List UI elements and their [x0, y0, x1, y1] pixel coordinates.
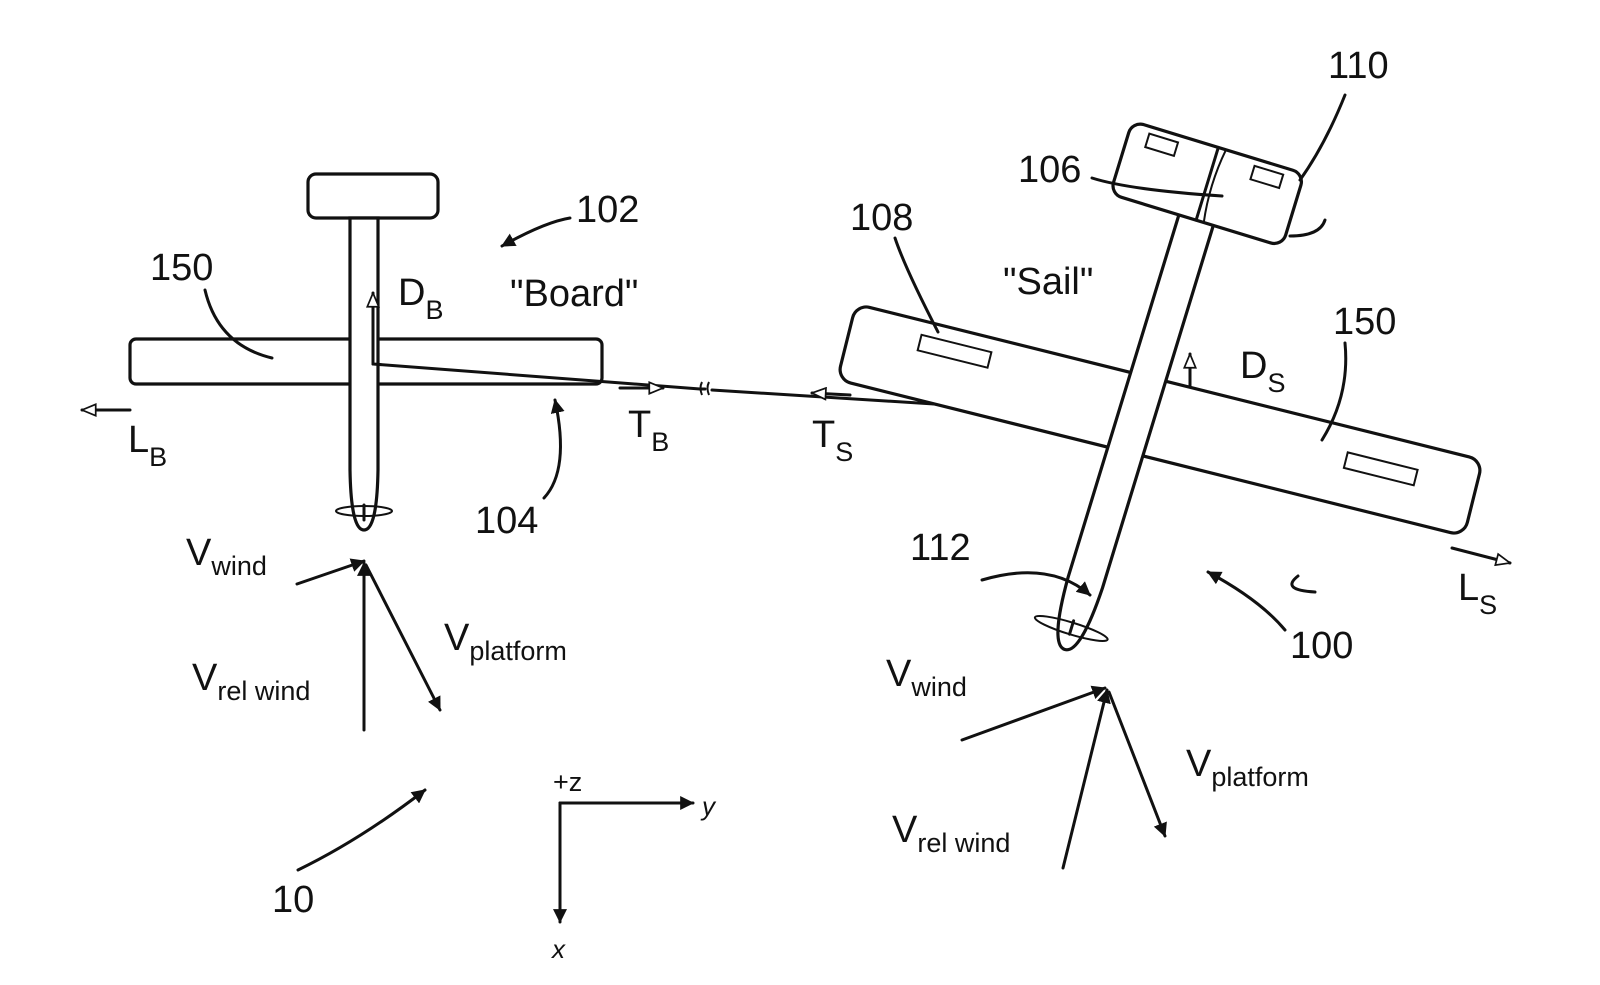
right-rel-wind-vector [1061, 688, 1111, 870]
axis-x-label: x [550, 934, 566, 964]
ref-110: 110 [1328, 45, 1389, 87]
label-lift-board: LB [128, 419, 167, 472]
label-left-v-wind: Vwind [186, 532, 267, 581]
ref-106: 106 [1018, 149, 1081, 191]
label-tension-sail: TS [812, 414, 853, 467]
sail-wing [838, 305, 1482, 535]
label-lift-sail: LS [1458, 567, 1497, 620]
axis-z-label: +z [553, 767, 582, 797]
board-tail-fin [306, 172, 440, 220]
ref-104: 104 [475, 500, 538, 542]
left-wind-vector [295, 558, 366, 586]
label-left-v-platform: Vplatform [444, 617, 567, 666]
left-velocity-triangle [295, 558, 442, 732]
ref-112: 112 [910, 527, 971, 569]
label-drag-sail: DS [1240, 345, 1285, 398]
label-drag-board: DB [398, 272, 443, 325]
sail-fuselage [1056, 202, 1219, 652]
ref-150-right: 150 [1333, 301, 1396, 343]
sail-lift-arrow [1450, 546, 1510, 563]
sail-quote-label: "Sail" [1003, 261, 1093, 303]
ref-150-left: 150 [150, 247, 213, 289]
left-platform-vector [364, 563, 442, 712]
coordinate-axes: +z y x [550, 767, 717, 964]
ref-108: 108 [850, 197, 913, 239]
sail-actuator-left [916, 333, 993, 369]
right-wind-vector [960, 685, 1107, 742]
right-platform-vector [1107, 690, 1167, 838]
axis-y-label: y [700, 791, 717, 821]
tension-sail-arrow [812, 393, 852, 395]
label-right-v-rel-wind: Vrel wind [892, 809, 1010, 858]
board-quote-label: "Board" [510, 273, 638, 315]
label-tension-board: TB [628, 404, 669, 457]
ref-102: 102 [576, 189, 639, 231]
sail-actuator-right [1342, 451, 1419, 487]
label-right-v-wind: Vwind [886, 653, 967, 702]
board-craft [128, 172, 604, 532]
ref-100: 100 [1290, 625, 1353, 667]
board-fuselage [348, 216, 380, 532]
ref-10: 10 [272, 879, 314, 921]
sail-craft [838, 122, 1482, 652]
right-velocity-triangle [960, 685, 1167, 870]
label-right-v-platform: Vplatform [1186, 743, 1309, 792]
label-left-v-rel-wind: Vrel wind [192, 657, 310, 706]
leader-lines [203, 93, 1348, 872]
